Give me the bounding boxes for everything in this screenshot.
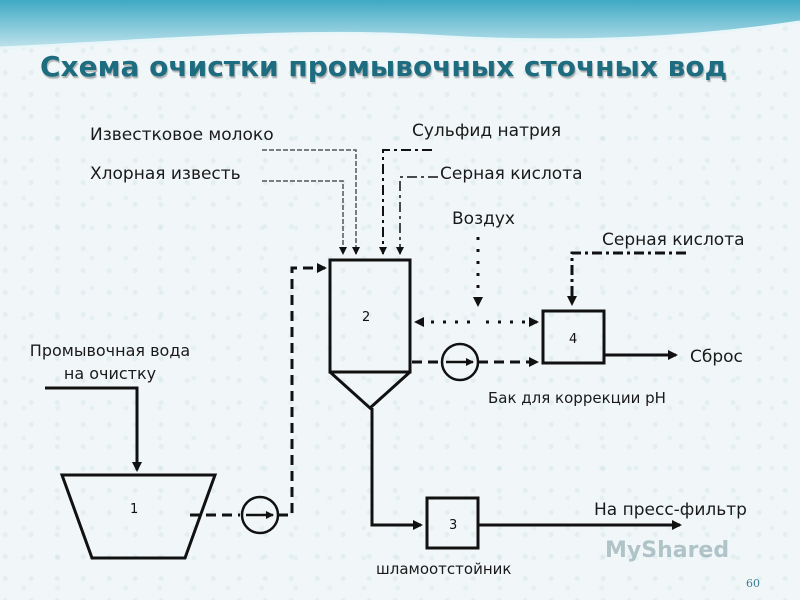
reactor-to-sludge-line <box>370 408 423 530</box>
unit-4-number: 4 <box>569 332 578 347</box>
press-filter-label: На пресс-фильтр <box>594 500 747 520</box>
pump-1-icon <box>240 495 280 535</box>
discharge-label: Сброс <box>690 347 743 367</box>
wash-water-label-line1: Промывочная вода <box>29 341 191 360</box>
lime-milk-label: Известковое молоко <box>90 125 274 145</box>
unit-2-number: 2 <box>362 310 371 325</box>
wash-water-label-line2: на очистку <box>63 364 157 383</box>
pump-to-reactor-line <box>278 263 327 517</box>
unit-1-number: 1 <box>130 502 139 517</box>
air-label: Воздух <box>452 209 515 229</box>
ph-tank-unit-4 <box>541 309 606 365</box>
sodium-sulfide-line <box>379 149 432 255</box>
sludge-tank-caption: шламоотстойник <box>376 560 512 578</box>
sludge-tank-unit-3 <box>425 496 480 550</box>
reactor-unit-2 <box>328 258 412 411</box>
sulfuric-acid-right-label: Серная кислота <box>602 230 745 250</box>
header-wave <box>0 0 800 50</box>
unit-3-number: 3 <box>449 518 458 533</box>
bleach-label: Хлорная известь <box>90 164 241 184</box>
lime-milk-line <box>262 149 360 255</box>
pump-2-icon <box>440 342 480 382</box>
sulfuric-acid-top-label: Серная кислота <box>440 164 583 184</box>
page-title: Схема очистки промывочных сточных вод <box>40 50 728 83</box>
sulfuric-acid-line-top <box>396 176 438 255</box>
ph-tank-caption: Бак для коррекции pH <box>488 389 666 407</box>
watermark-logo: MyShared <box>605 538 730 563</box>
bleach-line <box>262 180 347 255</box>
collection-tank-unit-1 <box>59 473 218 560</box>
wash-water-line <box>45 386 142 472</box>
sulfuric-acid-line-right <box>567 251 686 306</box>
sodium-sulfide-label: Сульфид натрия <box>412 121 562 141</box>
page-number: 60 <box>746 577 760 590</box>
